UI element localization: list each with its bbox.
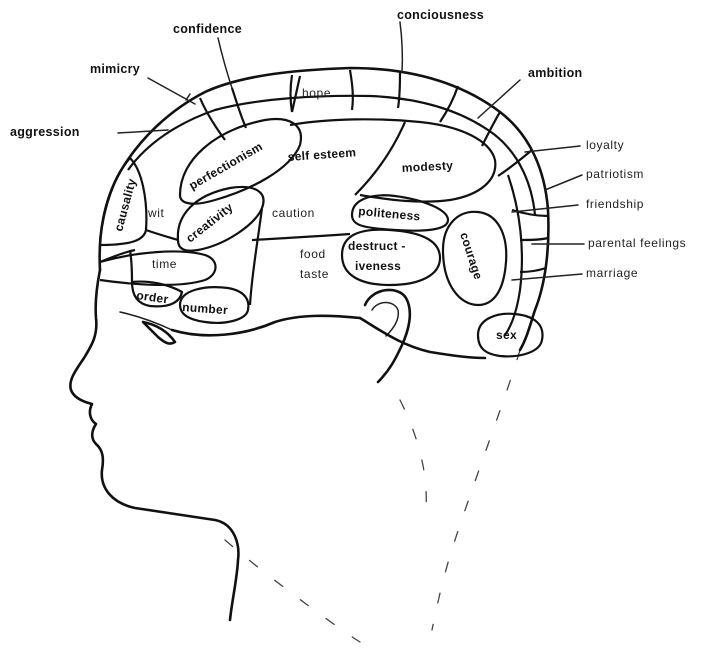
label-caution: caution [272,206,315,220]
modesty-divider [355,122,405,195]
label-sex: sex [496,328,517,342]
temple-line [172,316,360,335]
head-outline [70,270,520,642]
back-of-head [360,318,485,358]
label-politeness: politeness [358,204,421,223]
band-div-5 [398,72,400,108]
label-wit: wit [147,206,165,220]
label-ambition: ambition [528,66,582,80]
band-div-3 [291,75,293,112]
eye-icon [143,322,175,344]
label-marriage: marriage [586,266,638,280]
band-div-1 [200,98,225,140]
label-taste: taste [300,267,329,281]
label-hope: hope [302,86,331,100]
label-friendship: friendship [586,197,644,211]
neck-back [432,350,520,630]
leader-mimicry [148,78,195,104]
leader-loyalty [525,146,580,152]
jaw-line [400,400,426,520]
label-destructiveness-1: destruct - [348,239,406,253]
band-div-4 [350,70,353,110]
hope-region-outline [292,76,300,112]
leader-aggression [118,130,168,133]
label-time: time [152,257,177,271]
back-band-div-3 [520,268,546,272]
skull-outer [100,68,549,350]
label-aggression: aggression [10,125,80,139]
label-number: number [182,300,229,317]
label-confidence: confidence [173,22,242,36]
label-conciousness: conciousness [397,8,484,22]
label-patriotism: patriotism [586,167,644,181]
label-modesty: modesty [401,158,453,175]
destructiveness-region [342,230,440,285]
band-div-6 [440,86,458,122]
leader-conciousness [400,22,402,72]
lower-divider-2 [130,250,132,282]
back-band-1 [505,175,522,335]
back-band-div-2 [520,238,548,240]
eyebrow [120,312,172,330]
neck-front [225,540,360,642]
food-divider [252,234,350,240]
label-destructiveness-2: iveness [355,259,401,273]
label-loyalty: loyalty [586,138,624,152]
leader-mimicry-tick [186,94,190,100]
label-courage: courage [457,231,485,282]
wit-divider [146,230,178,240]
label-causality: causality [111,177,139,233]
label-parental-feelings: parental feelings [588,236,686,250]
band-div-8 [498,150,532,176]
leader-patriotism [545,175,582,190]
cranium-regions [100,68,549,356]
ear-inner [372,303,398,337]
band-div-2 [232,88,246,128]
leader-confidence [218,38,232,88]
leader-friendship [512,205,578,212]
label-food: food [300,247,326,261]
label-mimicry: mimicry [90,62,140,76]
